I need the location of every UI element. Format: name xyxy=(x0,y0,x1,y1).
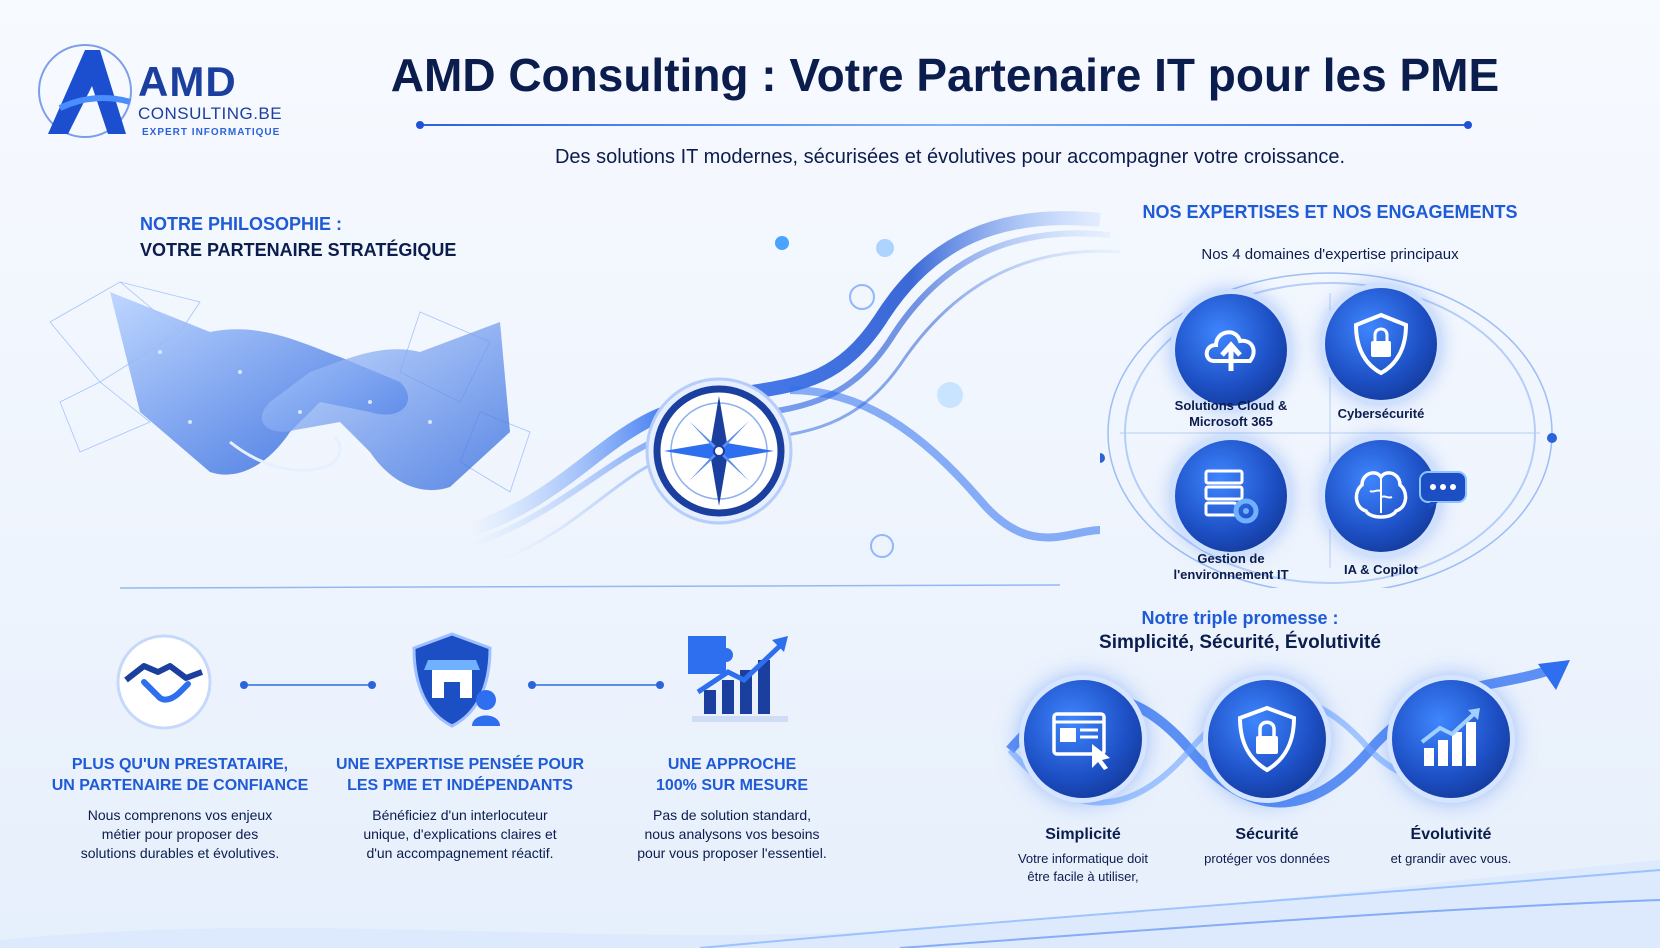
pillar-3-title-a: UNE APPROCHE xyxy=(667,756,797,773)
pillar-1-text-a: Nous comprenons vos enjeux xyxy=(87,807,273,823)
pillar-2-text-a: Bénéficiez d'un interlocuteur xyxy=(372,807,548,823)
padlock-shield-icon xyxy=(1208,680,1326,798)
growth-chart-icon xyxy=(1392,680,1510,798)
logo-brand: AMD xyxy=(138,58,237,105)
pillar-1-title-a: PLUS QU'UN PRESTATAIRE, xyxy=(71,756,289,773)
pillar-3-text-b: nous analysons vos besoins xyxy=(644,826,820,842)
philosophy-kicker: NOTRE PHILOSOPHIE : xyxy=(140,214,343,234)
compass-icon xyxy=(645,377,793,525)
promise-2-title: Sécurité xyxy=(1235,826,1299,843)
logo-domain: CONSULTING.BE xyxy=(138,104,283,123)
pillar-2-text-c: d'un accompagnement réactif. xyxy=(366,845,554,861)
shop-shield-icon xyxy=(412,632,500,728)
philosophy-title: VOTRE PARTENAIRE STRATÉGIQUE xyxy=(140,240,457,260)
expertise-label-1b: Microsoft 365 xyxy=(1189,414,1273,429)
company-logo: AMD CONSULTING.BE EXPERT INFORMATIQUE xyxy=(30,36,290,146)
promise-3-text-a: et grandir avec vous. xyxy=(1390,851,1512,866)
cloud-upload-icon xyxy=(1175,294,1287,406)
pillar-1-text-c: solutions durables et évolutives. xyxy=(80,845,280,861)
pillar-1-text-b: métier pour proposer des xyxy=(101,826,259,842)
pillar-1-title-b: UN PARTENAIRE DE CONFIANCE xyxy=(51,777,309,794)
pillar-2-text-b: unique, d'explications claires et xyxy=(363,826,557,842)
promise-1-text-a: Votre informatique doit xyxy=(1017,851,1149,866)
bottom-wave-decoration xyxy=(0,860,1660,948)
expertise-grid: Solutions Cloud & Microsoft 365 Cyberséc… xyxy=(1100,268,1560,588)
puzzle-growth-icon xyxy=(688,636,788,722)
page-subtitle: Des solutions IT modernes, sécurisées et… xyxy=(554,146,1345,168)
pillar-3-text-a: Pas de solution standard, xyxy=(653,807,811,823)
handshake-illustration xyxy=(49,281,531,493)
title-divider xyxy=(416,121,1472,129)
expertise-label-3b: l'environnement IT xyxy=(1173,567,1289,582)
pillar-3-text-c: pour vous proposer l'essentiel. xyxy=(637,845,827,861)
pillar-2-title-a: UNE EXPERTISE PENSÉE POUR xyxy=(335,756,585,773)
chat-bubble-icon xyxy=(1419,471,1467,510)
shield-lock-icon xyxy=(1325,288,1437,400)
expertise-label-3a: Gestion de xyxy=(1197,551,1265,566)
expertise-label-2a: Cybersécurité xyxy=(1337,406,1425,421)
promise-kicker: Notre triple promesse : xyxy=(1141,608,1339,628)
promise-1-title: Simplicité xyxy=(1045,826,1121,843)
expertise-subtitle: Nos 4 domaines d'expertise principaux xyxy=(1201,246,1459,263)
promise-1-text-b: être facile à utiliser, xyxy=(1027,869,1139,884)
pillar-connector-1 xyxy=(240,681,376,689)
promise-3-title: Évolutivité xyxy=(1410,826,1492,843)
brain-chat-icon xyxy=(1325,440,1437,552)
pillar-3-title-b: 100% SUR MESURE xyxy=(655,777,809,794)
expertise-frame xyxy=(1100,272,1557,588)
flow-ribbons xyxy=(119,211,1121,589)
server-gear-icon xyxy=(1175,440,1287,552)
pillar-2-title-b: LES PME ET INDÉPENDANTS xyxy=(347,777,573,794)
expertise-label-1a: Solutions Cloud & xyxy=(1174,398,1288,413)
logo-mark-icon xyxy=(38,44,132,138)
logo-tagline: EXPERT INFORMATIQUE xyxy=(142,127,281,138)
promise-title: Simplicité, Sécurité, Évolutivité xyxy=(1099,632,1381,653)
promise-2-text-a: protéger vos données xyxy=(1204,851,1330,866)
expertise-title: NOS EXPERTISES ET NOS ENGAGEMENTS xyxy=(1142,202,1518,222)
browser-cursor-icon xyxy=(1024,680,1142,798)
page-title: AMD Consulting : Votre Partenaire IT pou… xyxy=(390,49,1500,101)
expertise-label-4a: IA & Copilot xyxy=(1344,562,1418,577)
pillar-connector-2 xyxy=(528,681,664,689)
handshake-icon xyxy=(116,634,212,730)
